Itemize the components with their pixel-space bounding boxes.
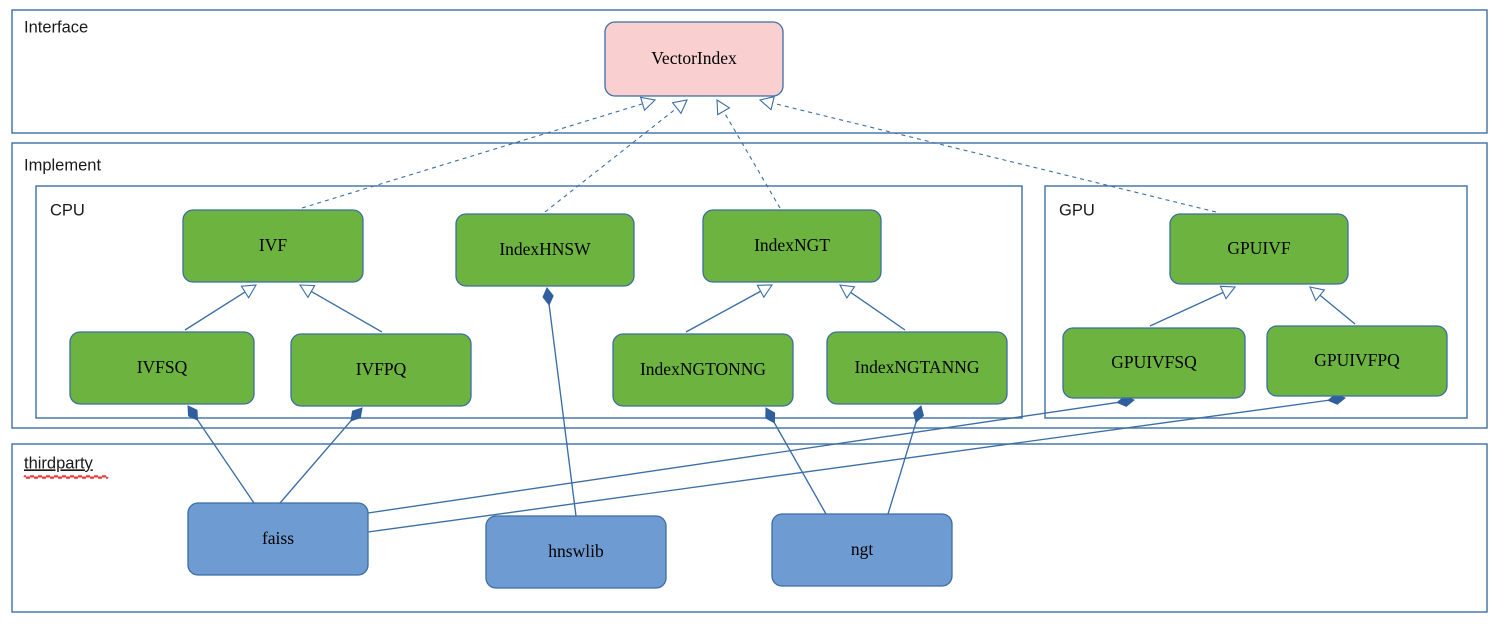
edge-hnswlib-indexhnsw <box>542 287 577 517</box>
inheritance-arrow-icon <box>298 284 316 299</box>
container-label-cpu: CPU <box>50 201 85 219</box>
node-label-gpuivfpq: GPUIVFPQ <box>1314 350 1400 370</box>
edge-layer <box>184 95 1356 533</box>
node-label-indexngtanng: IndexNGTANNG <box>855 357 980 377</box>
node-label-gpuivf: GPUIVF <box>1227 238 1290 258</box>
node-ivfpq[interactable]: IVFPQ <box>290 333 472 407</box>
node-faiss[interactable]: faiss <box>187 502 369 576</box>
node-hnswlib[interactable]: hnswlib <box>485 515 667 589</box>
node-label-hnswlib: hnswlib <box>548 541 604 561</box>
inheritance-arrow-icon <box>639 96 657 112</box>
node-label-faiss: faiss <box>262 528 294 548</box>
edge-line <box>548 303 577 517</box>
edge-line <box>887 420 918 515</box>
node-label-ivfsq: IVFSQ <box>137 357 188 377</box>
edge-line <box>1149 291 1225 327</box>
inheritance-arrow-icon <box>240 284 258 299</box>
edge-line <box>184 290 247 331</box>
edge-line <box>310 290 383 333</box>
node-indexngtonng[interactable]: IndexNGTONNG <box>612 333 794 407</box>
node-label-indexhnsw: IndexHNSW <box>499 239 591 259</box>
edge-line <box>685 290 762 333</box>
node-label-ivf: IVF <box>259 235 287 255</box>
edge-hnsw-vectorindex <box>544 99 688 213</box>
container-label-gpu: GPU <box>1059 201 1095 219</box>
composition-diamond-icon <box>765 407 776 424</box>
edge-faiss-ivfsq <box>187 405 255 504</box>
node-indexngtanng[interactable]: IndexNGTANNG <box>826 331 1008 405</box>
node-gpuivfpq[interactable]: GPUIVFPQ <box>1266 325 1448 397</box>
inheritance-arrow-icon <box>671 99 688 115</box>
node-label-indexngt: IndexNGT <box>754 235 830 255</box>
composition-diamond-icon <box>187 405 199 421</box>
edge-line <box>301 102 644 209</box>
edge-gpuivfsq-gpuivf <box>1149 285 1237 327</box>
node-label-ivfpq: IVFPQ <box>356 359 407 379</box>
inheritance-arrow-icon <box>716 98 731 116</box>
inheritance-arrow-icon <box>756 284 774 299</box>
node-ivf[interactable]: IVF <box>182 209 364 283</box>
node-label-indexngtonng: IndexNGTONNG <box>640 359 766 379</box>
composition-diamond-icon <box>542 287 554 306</box>
edge-line <box>849 291 906 331</box>
composition-diamond-icon <box>350 407 363 422</box>
inheritance-arrow-icon <box>1219 285 1237 300</box>
node-indexhnsw[interactable]: IndexHNSW <box>455 213 635 287</box>
edge-line <box>279 419 353 504</box>
edge-gpuivf-vectorindex <box>758 95 1217 213</box>
edge-line <box>367 399 1330 533</box>
edge-ngt-onng <box>765 407 827 515</box>
edge-ivfpq-ivf <box>298 284 383 333</box>
container-label-interface: Interface <box>24 18 88 36</box>
node-gpuivfsq[interactable]: GPUIVFSQ <box>1062 327 1246 399</box>
node-label-vectorindex: VectorIndex <box>651 48 737 68</box>
inheritance-arrow-icon <box>839 284 856 300</box>
node-indexngt[interactable]: IndexNGT <box>702 209 882 283</box>
container-label-thirdparty: thirdparty <box>24 454 94 472</box>
node-label-gpuivfsq: GPUIVFSQ <box>1111 352 1197 372</box>
composition-diamond-icon <box>913 405 924 424</box>
node-gpuivf[interactable]: GPUIVF <box>1169 213 1349 285</box>
edge-line <box>773 421 827 515</box>
node-ivfsq[interactable]: IVFSQ <box>69 331 255 405</box>
inheritance-arrow-icon <box>758 95 775 111</box>
edge-gpuivfpq-gpuivf <box>1309 286 1356 325</box>
container-label-implement: Implement <box>24 156 101 174</box>
edge-ngt-vectorindex <box>716 98 781 209</box>
edge-faiss-ivfpq <box>279 407 363 504</box>
edge-line <box>722 110 781 209</box>
edge-line <box>1318 294 1356 325</box>
edge-ngt-anng <box>887 405 924 515</box>
edge-onng-ngtidx <box>685 284 774 333</box>
inheritance-arrow-icon <box>1309 286 1326 302</box>
edge-line <box>367 401 1119 514</box>
edge-ivf-vectorindex <box>301 96 657 209</box>
edge-anng-ngtidx <box>839 284 906 331</box>
node-label-ngt: ngt <box>851 539 874 559</box>
edge-line <box>196 418 255 504</box>
node-vectorindex[interactable]: VectorIndex <box>604 21 784 97</box>
node-ngt[interactable]: ngt <box>771 513 953 587</box>
edge-ivfsq-ivf <box>184 284 258 331</box>
spellcheck-underline <box>23 475 109 479</box>
